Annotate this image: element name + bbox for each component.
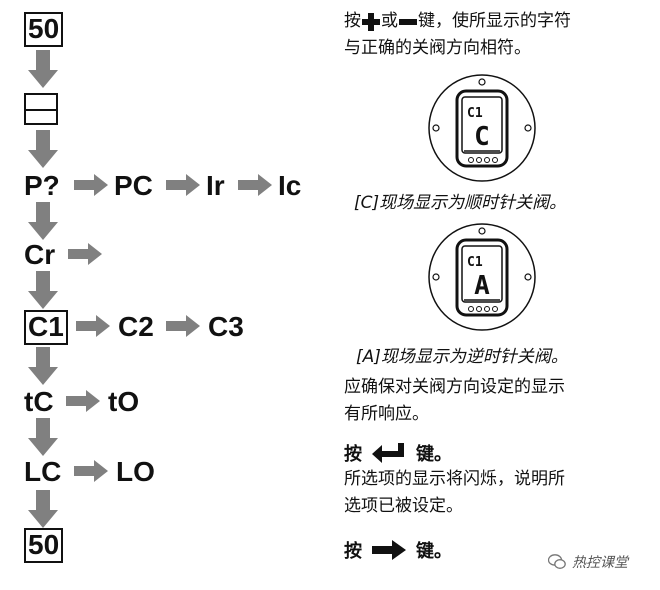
plus-key-icon (362, 12, 380, 31)
instruction-pre: 按 (344, 11, 361, 31)
press-enter-pre: 按 (344, 444, 362, 465)
watermark: 热控课堂 (548, 552, 628, 572)
response-paragraph: 应确保对关阀方向设定的显示 有所响应。 (344, 374, 644, 428)
code-tc: tC (24, 386, 54, 417)
code-lc: LC (24, 456, 62, 487)
down-arrow-2 (28, 130, 58, 168)
code-to: tO (108, 386, 140, 417)
right-arrow-cr (68, 243, 102, 265)
code-c3: C3 (208, 311, 244, 342)
code-50-bottom: 50 (24, 528, 64, 563)
enter-key-icon (372, 443, 404, 463)
down-arrow-6 (28, 418, 58, 456)
code-c2: C2 (118, 311, 154, 342)
code-c1-text: C1 (28, 311, 64, 342)
code-50-bottom-text: 50 (28, 529, 60, 560)
instruction-post: 键，使所显示的字符 (418, 11, 571, 31)
caption-anticlockwise: [A]现场显示为逆时针关阀。 (356, 347, 568, 367)
watermark-text: 热控课堂 (572, 555, 628, 571)
right-arrow-c1 (76, 315, 110, 337)
blink-line-2: 选项已被设定。 (344, 496, 463, 516)
press-right-post: 键。 (416, 541, 452, 562)
press-enter-post: 键。 (416, 444, 452, 465)
right-arrow-p2 (166, 174, 200, 196)
blank-box-divider (26, 109, 56, 111)
down-arrow-5 (28, 347, 58, 385)
press-right-pre: 按 (344, 541, 362, 562)
right-arrow-t (66, 390, 100, 412)
response-line-2: 有所响应。 (344, 404, 429, 424)
right-arrow-key-icon (372, 540, 406, 560)
blank-display-box (24, 93, 58, 125)
down-arrow-1 (28, 50, 58, 88)
code-50-top-text: 50 (28, 13, 60, 44)
right-arrow-c2 (166, 315, 200, 337)
instruction-line-2: 与正确的关阀方向相符。 (344, 38, 531, 58)
right-arrow-p3 (238, 174, 272, 196)
down-arrow-7 (28, 490, 58, 528)
right-arrow-l (74, 460, 108, 482)
code-lo: LO (116, 456, 155, 487)
blink-line-1: 所选项的显示将闪烁，说明所 (344, 469, 565, 489)
instruction-mid: 或 (381, 11, 398, 31)
minus-key-icon (399, 18, 417, 25)
press-enter-instruction: 按 键。 (344, 440, 452, 466)
blink-paragraph: 所选项的显示将闪烁，说明所 选项已被设定。 (344, 466, 644, 520)
code-p-question: P? (24, 170, 60, 201)
code-ic: Ic (278, 170, 302, 201)
press-right-instruction: 按 键。 (344, 537, 452, 563)
instruction-plus-minus: 按 或 键，使所显示的字符 与正确的关阀方向相符。 (344, 8, 644, 62)
actuator-display-anticlockwise: C1 A (428, 223, 536, 331)
down-arrow-4 (28, 271, 58, 309)
device-1-label: C1 (467, 106, 483, 121)
right-arrow-p1 (74, 174, 108, 196)
caption-clockwise: [C]现场显示为顺时针关阀。 (354, 193, 567, 213)
actuator-display-clockwise: C1 C (428, 74, 536, 182)
device-1-value: C (474, 122, 490, 152)
response-line-1: 应确保对关阀方向设定的显示 (344, 377, 565, 397)
wechat-icon (548, 554, 566, 569)
code-ir: Ir (206, 170, 225, 201)
code-cr: Cr (24, 239, 56, 270)
device-2-value: A (474, 271, 490, 301)
device-2-label: C1 (467, 255, 483, 270)
code-pc: PC (114, 170, 153, 201)
instruction-line-1: 按 或 键，使所显示的字符 (344, 8, 644, 35)
code-50-top: 50 (24, 12, 64, 47)
code-c1-boxed: C1 (24, 310, 68, 345)
down-arrow-3 (28, 202, 58, 240)
